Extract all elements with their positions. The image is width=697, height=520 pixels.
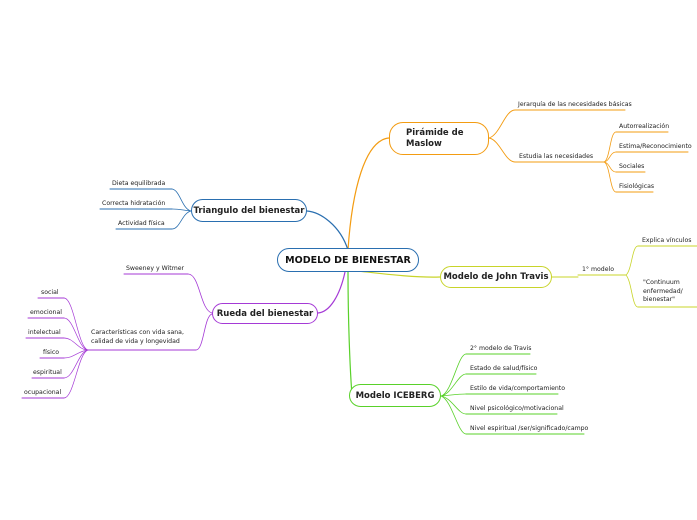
rueda-title: Rueda del bienestar: [216, 308, 314, 319]
iceberg-item[interactable]: Estado de salud/físico: [470, 365, 538, 372]
maslow-node[interactable]: Pirámide de Maslow: [389, 122, 489, 155]
rueda-carac-line2: calidad de vida y longevidad: [91, 337, 180, 345]
travis-continuum[interactable]: "Continuum enfermedad/ bienestar": [643, 279, 683, 305]
rueda-authors[interactable]: Sweeney y Witmer: [126, 265, 185, 272]
travis-node[interactable]: Modelo de John Travis: [440, 266, 552, 288]
iceberg-item[interactable]: Nivel psicológico/motivacional: [470, 405, 564, 412]
triangulo-node[interactable]: Triangulo del bienestar: [191, 199, 307, 222]
iceberg-title: Modelo ICEBERG: [355, 390, 435, 401]
travis-continuum-line1: "Continuum: [643, 279, 680, 286]
triangulo-title: Triangulo del bienestar: [193, 205, 305, 216]
rueda-caracteristicas[interactable]: Características con vida sana, calidad d…: [91, 329, 184, 346]
rueda-node[interactable]: Rueda del bienestar: [212, 303, 318, 324]
travis-title: Modelo de John Travis: [443, 272, 549, 282]
triangulo-item[interactable]: Correcta hidratación: [102, 200, 166, 207]
maslow-title-line2: Maslow: [406, 138, 442, 149]
iceberg-node[interactable]: Modelo ICEBERG: [349, 384, 441, 407]
maslow-estudia[interactable]: Estudia las necesidades: [519, 153, 594, 160]
rueda-dimension[interactable]: social: [41, 289, 59, 296]
rueda-carac-line1: Características con vida sana,: [91, 329, 184, 336]
central-topic[interactable]: MODELO DE BIENESTAR: [277, 248, 419, 272]
iceberg-item[interactable]: 2° modelo de Travis: [470, 345, 532, 352]
rueda-dimension[interactable]: físico: [43, 349, 60, 356]
maslow-need-item[interactable]: Estima/Reconocimiento: [619, 143, 692, 150]
central-topic-label: MODELO DE BIENESTAR: [285, 254, 411, 266]
maslow-need-item[interactable]: Autorrealización: [619, 123, 670, 130]
triangulo-item[interactable]: Dieta equilibrada: [112, 180, 166, 187]
rueda-dimension[interactable]: intelectual: [28, 329, 61, 336]
rueda-dimension[interactable]: emocional: [30, 309, 62, 316]
triangulo-item[interactable]: Actividad física: [118, 220, 165, 227]
iceberg-item[interactable]: Nivel espiritual /ser/significado/campo: [470, 425, 589, 432]
maslow-jerarquia[interactable]: Jerarquía de las necesidades básicas: [518, 101, 632, 108]
maslow-need-item[interactable]: Sociales: [619, 163, 645, 170]
travis-continuum-line3: bienestar": [643, 296, 676, 303]
travis-explica[interactable]: Explica vínculos: [642, 237, 692, 244]
travis-first-model[interactable]: 1° modelo: [582, 266, 615, 273]
travis-continuum-line2: enfermedad/: [643, 287, 683, 295]
maslow-title-line1: Pirámide de: [406, 127, 464, 138]
maslow-need-item[interactable]: Fisiológicas: [619, 183, 655, 190]
rueda-dimension[interactable]: espiritual: [33, 369, 62, 376]
iceberg-item[interactable]: Estilo de vida/comportamiento: [470, 385, 566, 392]
rueda-dimension[interactable]: ocupacional: [24, 389, 62, 396]
